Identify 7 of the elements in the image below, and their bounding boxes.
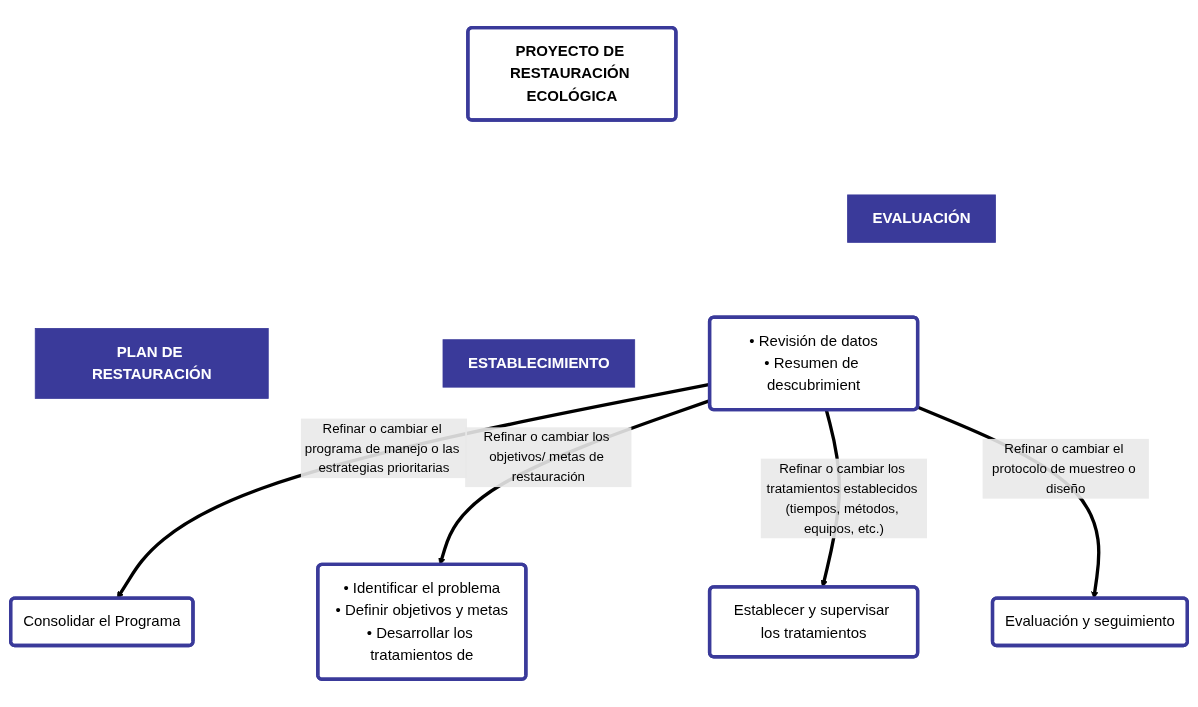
edge-label: Refinar o cambiar el programa de manejo o las estrategias prioritarias: [304, 420, 460, 476]
node-box: EVALUACIÓN: [847, 194, 996, 243]
edge-label: Refinar o cambiar los objetivos/ metas de restauración: [483, 429, 610, 484]
edge-label: Refinar o cambiar el protocolo de muestreo o diseño: [992, 441, 1136, 496]
node-box: ESTABLECIMIENTO: [442, 339, 636, 388]
node-box: PLAN DE RESTAURACIÓN: [34, 328, 269, 399]
edge-label: Refinar o cambiar los tratamientos establecidos (tiempos, métodos, equipos, etc.): [766, 461, 918, 536]
